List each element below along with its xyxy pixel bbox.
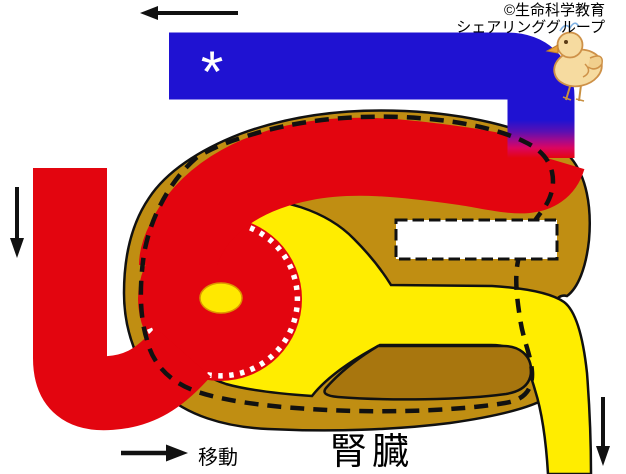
artery-top-arc xyxy=(139,117,585,280)
nephron-boundary-dashed xyxy=(138,114,556,414)
urine-flow-arrow-down-icon xyxy=(596,397,610,466)
artery-flow-arrow-down-icon xyxy=(10,187,24,258)
kidney-inner-region xyxy=(323,344,533,401)
movement-legend-arrow-icon xyxy=(121,444,188,462)
vein-asterisk-marker: * xyxy=(201,40,224,105)
glomerulus-core xyxy=(199,282,243,314)
credit-line-2: シェアリンググループ xyxy=(456,19,605,36)
credit-line-1: ©生命科学教育 xyxy=(504,1,605,19)
chick-illustration xyxy=(545,22,603,102)
answer-blank-box xyxy=(394,218,559,261)
vein-flow-arrow-left-icon xyxy=(140,6,238,20)
organ-label: 腎臓 xyxy=(330,431,414,472)
movement-legend-label: 移動 xyxy=(198,446,238,469)
vein-tube xyxy=(169,32,575,158)
